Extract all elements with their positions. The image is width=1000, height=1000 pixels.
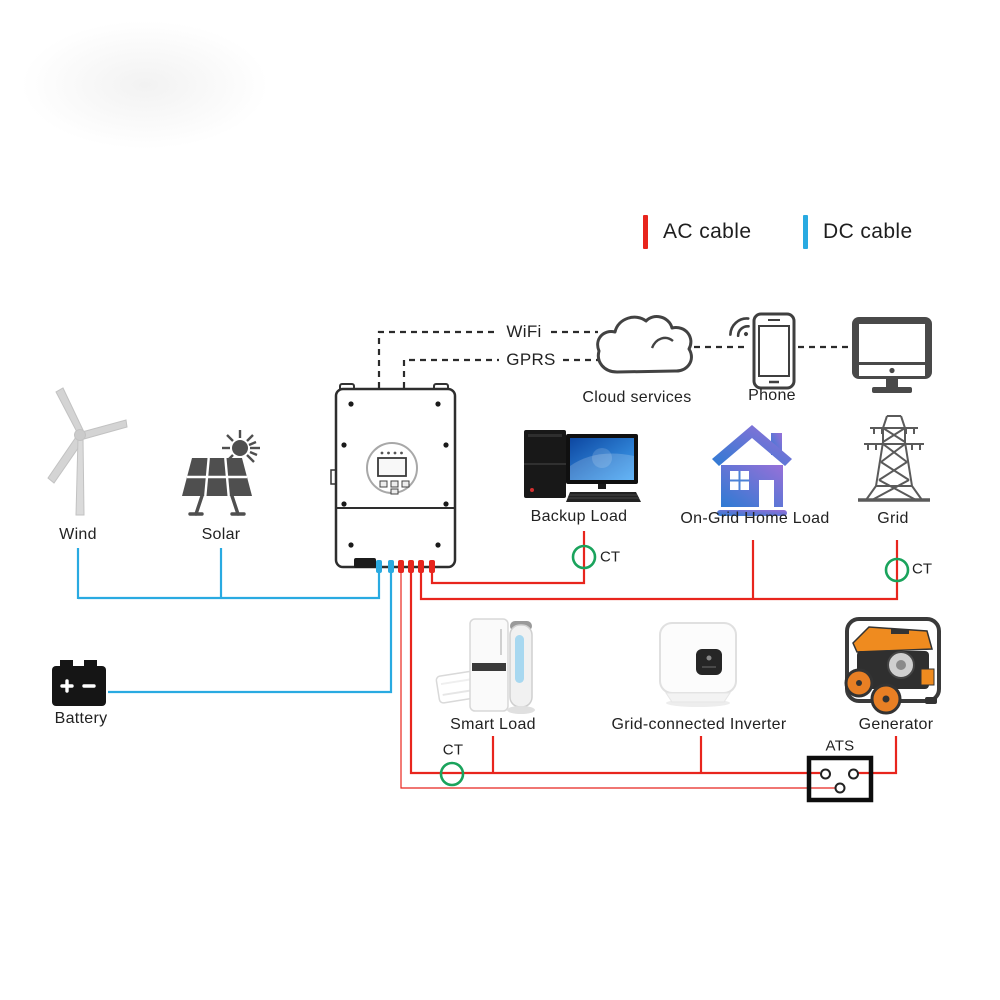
monitor-icon [852, 317, 932, 393]
inverter-output-ports [376, 560, 435, 573]
inverter-screws [341, 401, 449, 548]
gprs-label: GPRS [506, 350, 556, 369]
wifi-signal-icon [729, 317, 750, 338]
grid-connected-inverter-icon [659, 622, 737, 707]
ac-color-swatch [643, 215, 648, 249]
smart-load-label: Smart Load [450, 716, 536, 733]
generator-icon [844, 617, 941, 715]
ct-sensors [439, 544, 910, 787]
solar-panel-icon [182, 430, 260, 516]
battery-label: Battery [54, 710, 108, 727]
background-watermark [20, 20, 270, 150]
cloud-services-label: Cloud services [582, 389, 692, 406]
dc-legend-label: DC cable [823, 220, 913, 243]
ct-grid-label: CT [912, 560, 932, 578]
grid-label: Grid [877, 510, 909, 527]
wifi-label: WiFi [506, 322, 542, 341]
ats-label: ATS [825, 737, 855, 755]
wind-turbine-icon [47, 387, 128, 516]
ac-legend-label: AC cable [663, 220, 752, 243]
legend-ac: AC cable [643, 214, 751, 250]
on-grid-home-load-label: On-Grid Home Load [680, 510, 830, 527]
hybrid-inverter-icon [330, 383, 457, 573]
smart-load-icon [435, 618, 535, 714]
backup-load-icon [524, 430, 641, 502]
grid-connected-inverter-label: Grid-connected Inverter [611, 716, 787, 733]
ats-icon [806, 755, 874, 803]
dc-color-swatch [803, 215, 808, 249]
ct-backup-label: CT [600, 548, 620, 566]
phone-label: Phone [748, 387, 796, 404]
ct-smart-label: CT [442, 741, 464, 759]
ct-ring-grid [884, 557, 910, 583]
ac-cables [400, 531, 899, 789]
battery-icon [52, 660, 106, 706]
phone-icon [729, 312, 796, 390]
on-grid-home-load-icon [712, 425, 792, 516]
wind-label: Wind [59, 526, 97, 543]
backup-load-label: Backup Load [530, 508, 628, 525]
ct-ring-backup [571, 544, 597, 570]
solar-label: Solar [201, 526, 241, 543]
ct-ring-smart [439, 761, 465, 787]
dc-cables [76, 548, 393, 694]
cloud-icon [596, 315, 693, 374]
generator-label: Generator [858, 716, 934, 733]
grid-tower-icon [858, 415, 930, 502]
inverter-lcd-screen [377, 457, 407, 477]
legend-dc: DC cable [803, 214, 913, 250]
